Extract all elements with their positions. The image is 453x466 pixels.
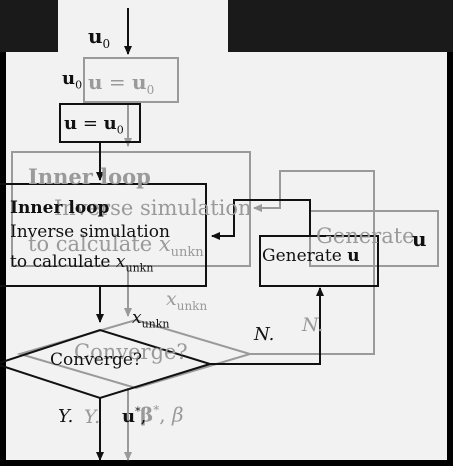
init-box-text: u = u0: [64, 113, 124, 137]
ghost-generate-text: Generate: [316, 224, 415, 248]
ghost-inner-loop-line3: to calculate xunkn: [28, 232, 204, 261]
ghost-inner-loop-box: [11, 151, 251, 267]
ghost-inner-loop-line2: Inverse simulation: [54, 196, 252, 220]
branch-yes-label: Y.: [58, 406, 74, 427]
arrow-no-to-generate: [210, 287, 324, 365]
generate-box-text: Generate u: [262, 246, 360, 266]
generate-box-ghost-var: u: [412, 227, 427, 251]
ghost-decision-text: Converge?: [74, 340, 188, 364]
inner-loop-line3: to calculate xunkn: [10, 252, 154, 275]
ghost-loop-back: [250, 170, 375, 355]
ghost-branch-no: N.: [302, 314, 324, 336]
decision-text: Converge?: [50, 350, 143, 370]
ghost-branch-yes: Y.: [84, 406, 101, 428]
inner-loop-line2: Inverse simulation: [10, 222, 170, 242]
ghost-inner-loop-title: Inner loop: [28, 164, 151, 189]
output-u-star: u*,: [122, 405, 147, 427]
ghost-init-box: [83, 57, 179, 103]
generate-box: [259, 235, 379, 287]
arrow-label-xunkn: xunkn: [132, 308, 170, 331]
arrow-generate-to-loop: [211, 199, 311, 240]
branch-no-label: N.: [254, 324, 275, 345]
init-prefix-label: u0: [62, 68, 83, 92]
ghost-output-text: β*, β: [140, 402, 184, 427]
dark-layer: [0, 8, 379, 461]
ghost-init-text: u = u0: [88, 70, 155, 97]
inner-loop-title: Inner loop: [10, 198, 110, 218]
inner-loop-box: [0, 183, 207, 287]
ghost-arrow-label: xunkn: [166, 288, 208, 313]
input-label: u0: [88, 24, 111, 51]
top-light-notch: [58, 0, 228, 52]
